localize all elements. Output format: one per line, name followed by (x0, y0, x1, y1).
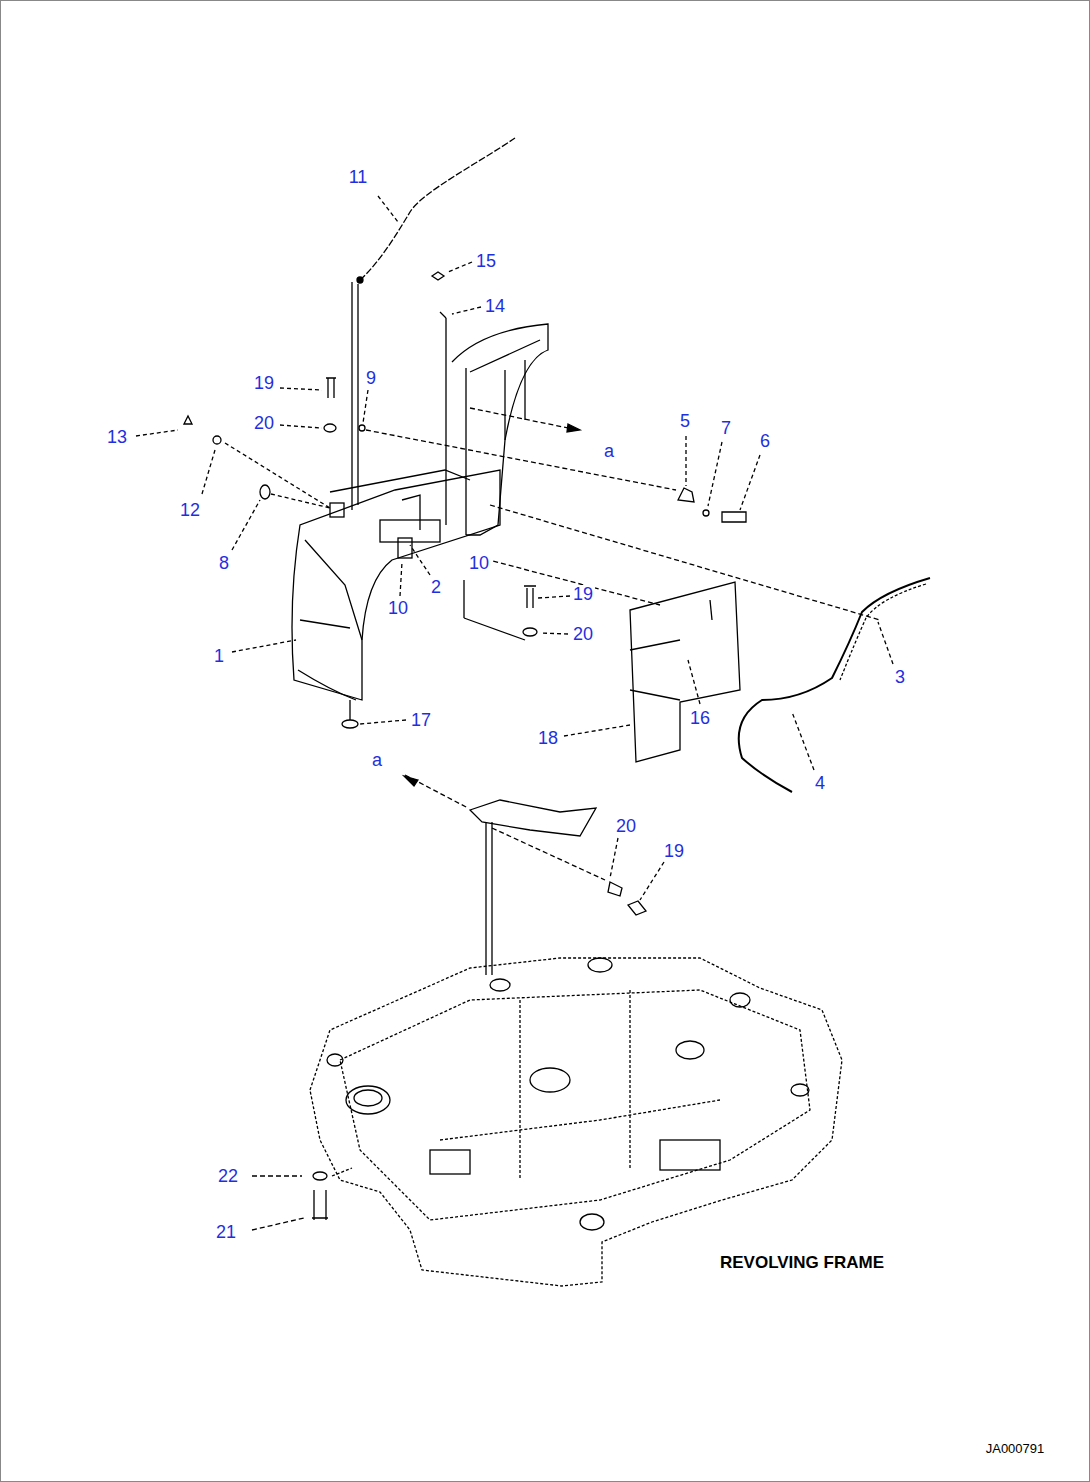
callout-number: 14 (483, 297, 507, 315)
drawing-code: JA000791 (984, 1442, 1047, 1455)
callout-number: 8 (217, 554, 231, 572)
callout-number: 10 (386, 599, 410, 617)
callout-number: 20 (571, 625, 595, 643)
callout-number: 16 (688, 709, 712, 727)
reference-letter: a (602, 442, 616, 460)
callout-number: 2 (429, 578, 443, 596)
callout-number: 19 (252, 374, 276, 392)
callout-number: 11 (347, 168, 370, 186)
callout-number: 1 (212, 647, 226, 665)
callout-number: 13 (105, 428, 129, 446)
callout-number: 15 (474, 252, 498, 270)
callout-number: 5 (678, 412, 692, 430)
callout-number: 7 (719, 419, 733, 437)
callout-number: 9 (364, 369, 378, 387)
callout-number: 22 (216, 1167, 240, 1185)
callout-number: 6 (758, 432, 772, 450)
callout-number: 18 (536, 729, 560, 747)
callout-number: 21 (214, 1223, 238, 1241)
callout-number: 12 (178, 501, 202, 519)
reference-letter: a (370, 751, 384, 769)
callout-number: 10 (467, 554, 491, 572)
callout-number: 19 (571, 585, 595, 603)
frame-caption: REVOLVING FRAME (718, 1254, 886, 1271)
callout-number: 4 (813, 774, 827, 792)
callout-number: 19 (662, 842, 686, 860)
callout-number: 20 (614, 817, 638, 835)
callout-number: 20 (252, 414, 276, 432)
callout-number: 3 (893, 668, 907, 686)
callout-number: 17 (409, 711, 433, 729)
